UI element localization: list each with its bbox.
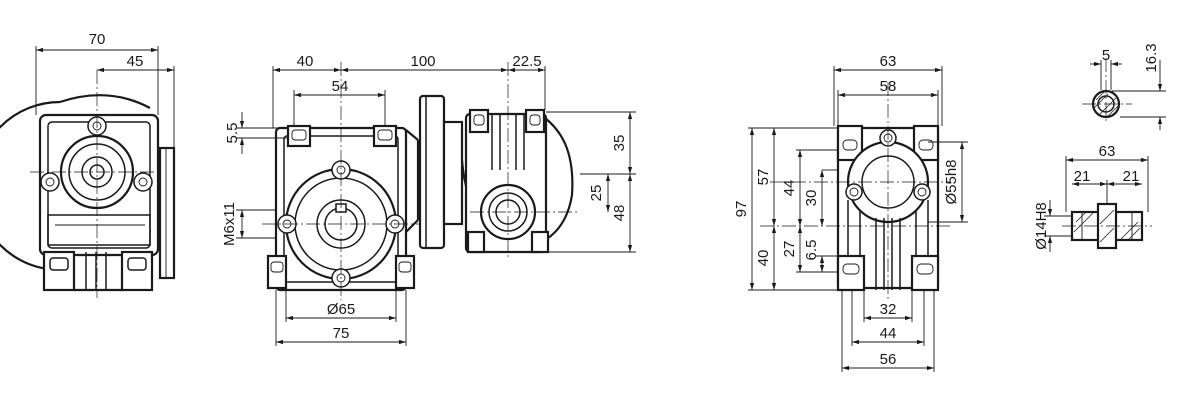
dim-rear-97: 97 (733, 201, 750, 218)
dim-key-5: 5 (1102, 47, 1110, 64)
dim-shaft-21-right: 21 (1123, 168, 1140, 185)
dim-rear-44b: 44 (880, 325, 897, 342)
dim-front-thread: M6x11 (221, 202, 238, 246)
shaft-side-view: 63 21 21 Ø14H8 (1033, 143, 1152, 252)
flange-disk-top (59, 94, 151, 109)
dim-front-48: 48 (611, 205, 628, 222)
dim-rear-40: 40 (755, 250, 772, 267)
front-input-ear-left (468, 108, 490, 134)
dim-rear-30: 30 (803, 190, 820, 207)
front-motor-neck (442, 120, 464, 226)
dim-rear-6-5: 6.5 (803, 240, 820, 261)
dim-front-5-5: 5.5 (224, 123, 241, 144)
dim-front-40: 40 (297, 53, 314, 70)
dim-rear-44: 44 (781, 180, 798, 197)
dim-rear-bore: Ø55h8 (943, 159, 960, 204)
dim-shaft-bore: Ø14H8 (1033, 202, 1050, 250)
dim-rear-58: 58 (880, 78, 897, 95)
dim-rear-27: 27 (781, 241, 798, 258)
front-input-ear-right (524, 108, 546, 134)
shaft-section-view: 5 16.3 (1082, 43, 1166, 130)
side-view: 70 45 (0, 31, 176, 298)
front-top-ear-left (286, 124, 312, 148)
dim-rear-63: 63 (880, 53, 897, 70)
rear-foot-left (836, 254, 866, 292)
rear-view: 63 58 97 57 40 44 30 27 6.5 Ø55h8 (733, 53, 968, 372)
front-view: 40 100 22.5 54 5.5 M6x11 Ø65 75 (221, 53, 636, 346)
dim-front-100: 100 (410, 53, 435, 70)
front-motor-flange (418, 94, 446, 250)
dim-rear-32: 32 (880, 301, 897, 318)
dim-side-70: 70 (89, 31, 106, 48)
dim-front-75: 75 (333, 325, 350, 342)
dim-front-22-5: 22.5 (512, 53, 541, 70)
flange-disk-arc (0, 100, 61, 272)
dim-shaft-21-left: 21 (1074, 168, 1091, 185)
dim-rear-56: 56 (880, 351, 897, 368)
dim-side-45: 45 (127, 53, 144, 70)
front-top-ear-right (372, 124, 398, 148)
dim-front-25: 25 (588, 185, 605, 202)
dim-rear-57: 57 (755, 169, 772, 186)
rear-foot-right (910, 254, 940, 292)
dim-shaft-63: 63 (1099, 143, 1116, 160)
dim-key-16-3: 16.3 (1143, 43, 1160, 72)
side-foot-right (120, 250, 154, 292)
rear-ear-left (836, 124, 864, 162)
side-flange-plate (158, 146, 176, 280)
dim-front-54: 54 (332, 78, 349, 95)
dim-front-35: 35 (611, 135, 628, 152)
dim-front-pilot: Ø65 (327, 301, 355, 318)
